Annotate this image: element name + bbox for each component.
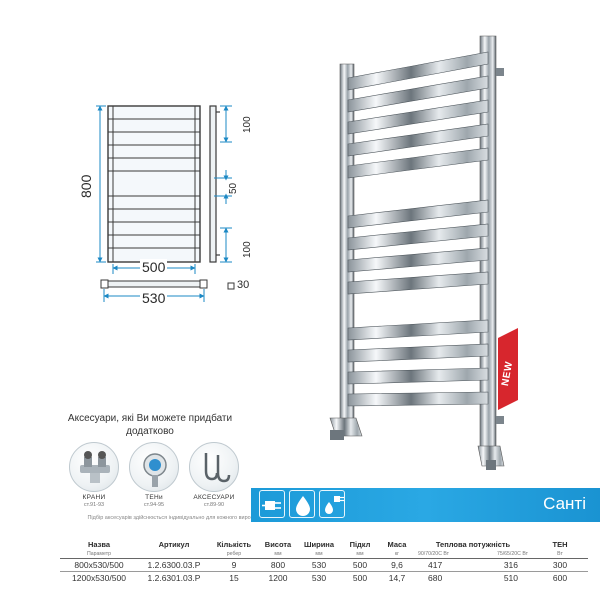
header-connection: Підкл — [349, 540, 371, 549]
middle-gap-label: 50 — [228, 182, 239, 194]
cell-power-75: 510 — [503, 573, 518, 583]
cell-ribs: 9 — [210, 558, 258, 572]
cell-power-90: 417 — [428, 560, 443, 570]
inner-width-label: 500 — [140, 259, 168, 275]
header-power: Теплова потужність — [435, 540, 511, 549]
valve-icon — [69, 442, 119, 492]
height-dimension — [96, 105, 106, 263]
cell-connection: 500 — [352, 573, 368, 583]
accessory-page: ст.91-93 — [83, 502, 105, 508]
cell-mass: 14,7 — [388, 573, 406, 583]
product-name: Санті — [543, 494, 586, 513]
heater-icon — [129, 442, 179, 492]
cell-power: 680 510 — [414, 572, 532, 585]
feature-bar: Санті — [251, 488, 600, 522]
dimension-drawing — [96, 105, 235, 302]
header-heater: ТЕН — [552, 540, 568, 549]
cell-height: 1200 — [268, 573, 288, 583]
cell-name: 1200х530/500 — [72, 573, 126, 583]
accessories-section: Аксесуари, які Ви можете придбати додатк… — [60, 412, 257, 521]
unit-connection: мм — [340, 550, 380, 559]
cell-article: 1.2.6301.03.Р — [147, 573, 201, 583]
accessory-hooks[interactable]: АКСЕСУАРИ ст.89-90 — [186, 442, 242, 509]
cell-width: 530 — [311, 573, 327, 583]
water-drop-icon — [289, 490, 315, 518]
unit-heater: Вт — [532, 550, 588, 559]
accessories-note: Підбір аксесуарів здійснюється індивідуа… — [87, 515, 257, 521]
unit-mass: кг — [380, 550, 414, 559]
cell-heater: 300 — [532, 558, 588, 572]
depth-label: 30 — [237, 279, 250, 291]
unit-article — [138, 550, 210, 559]
header-name: Назва — [87, 540, 111, 549]
depth-marker — [227, 282, 235, 290]
bottom-gap-label: 100 — [242, 241, 253, 258]
gap-dimensions — [214, 105, 232, 263]
accessory-page: ст.89-90 — [203, 502, 225, 508]
accessory-heaters[interactable]: ТЕНи ст.94-95 — [126, 442, 182, 509]
unit-power: 90/70/20С Вт 75/65/20С Вт — [414, 550, 532, 559]
header-article: Артикул — [158, 540, 190, 549]
cell-ribs: 15 — [229, 573, 239, 583]
unit-power-75: 75/65/20С Вт — [496, 551, 528, 557]
accessories-heading: Аксесуари, які Ви можете придбати додатк… — [67, 413, 233, 437]
unit-name: Параметр — [60, 550, 138, 559]
top-gap-label: 100 — [242, 116, 253, 133]
electric-plug-icon — [259, 490, 285, 518]
accessory-label: АКСЕСУАРИ — [193, 494, 235, 501]
combined-water-electric-icon — [319, 490, 345, 518]
side-view — [209, 105, 220, 263]
cell-article: 1.2.6300.03.Р — [138, 558, 210, 572]
product-photo: NEW — [300, 20, 590, 480]
table-row: 1200х530/500 1.2.6301.03.Р 15 1200 530 5… — [60, 572, 588, 585]
technical-drawing: 800 500 530 30 100 50 100 — [0, 0, 300, 320]
cell-power-90: 680 — [428, 573, 443, 583]
towel-rail-illustration — [329, 35, 518, 470]
cell-name: 800х530/500 — [60, 558, 138, 572]
height-label: 800 — [78, 174, 94, 198]
cell-heater: 600 — [552, 573, 568, 583]
header-height: Висота — [264, 540, 292, 549]
cell-mass: 9,6 — [380, 558, 414, 572]
unit-power-90: 90/70/20С Вт — [418, 551, 450, 557]
unit-width: мм — [298, 550, 340, 559]
table-row: 800х530/500 1.2.6300.03.Р 9 800 530 500 … — [60, 558, 588, 572]
unit-ribs: ребер — [210, 550, 258, 559]
accessory-valves[interactable]: КРАНИ ст.91-93 — [66, 442, 122, 509]
accessory-page: ст.94-95 — [143, 502, 165, 508]
header-mass: Маса — [387, 540, 407, 549]
header-width: Ширина — [303, 540, 335, 549]
accessory-label: ТЕНи — [145, 494, 163, 501]
accessory-label: КРАНИ — [82, 494, 106, 501]
cell-height: 800 — [258, 558, 298, 572]
outer-width-label: 530 — [140, 290, 168, 306]
unit-height: мм — [258, 550, 298, 559]
cell-power: 417 316 — [414, 558, 532, 572]
hook-icon — [189, 442, 239, 492]
new-ribbon — [498, 328, 518, 410]
cell-width: 530 — [298, 558, 340, 572]
front-view — [107, 105, 201, 263]
cell-connection: 500 — [340, 558, 380, 572]
cell-power-75: 316 — [503, 560, 518, 570]
specs-table: Назва Артикул Кількість Висота Ширина Пі… — [60, 540, 588, 584]
plan-view — [100, 279, 208, 289]
header-ribs: Кількість — [216, 540, 252, 549]
